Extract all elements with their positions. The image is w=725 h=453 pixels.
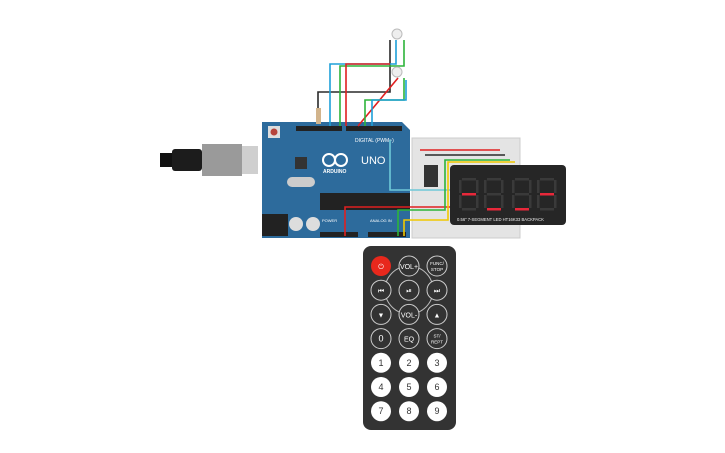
- arduino-model: UNO: [361, 155, 386, 167]
- segment-4-f: [537, 180, 540, 193]
- segment-3-e: [512, 195, 515, 208]
- remote-button-st-rept[interactable]: ST/REPT: [426, 328, 448, 350]
- remote-button-vol-up[interactable]: VOL+: [398, 255, 420, 277]
- remote-button-label: 0: [378, 334, 383, 344]
- remote-button-label: FUNC/: [430, 261, 444, 266]
- segment-1-d: [462, 208, 476, 211]
- segment-3-f: [512, 180, 515, 193]
- remote-button-2[interactable]: 2: [399, 352, 419, 373]
- remote-button-label: STOP: [431, 267, 443, 272]
- remote-button-label: VOL+: [400, 264, 418, 271]
- remote-button-label: 4: [378, 382, 383, 392]
- remote-button-label: 9: [434, 406, 439, 416]
- remote-button-3[interactable]: 3: [427, 352, 447, 373]
- remote-button-label: ⏮: [378, 288, 384, 295]
- remote-button-label: 3: [434, 358, 439, 368]
- segment-1-c: [476, 195, 479, 208]
- remote-button-5[interactable]: 5: [399, 377, 419, 397]
- remote-button-label: EQ: [404, 337, 415, 344]
- resistor[interactable]: [316, 108, 321, 124]
- segment-2-f: [484, 180, 487, 193]
- segment-2-e: [484, 195, 487, 208]
- segment-1-g: [462, 193, 476, 196]
- remote-button-label: VOL-: [401, 312, 418, 319]
- arduino-brand: ARDUINO: [323, 169, 346, 175]
- remote-button-down[interactable]: ▼: [370, 303, 392, 325]
- segment-4-c: [554, 195, 557, 208]
- remote-button-label: ⏻: [378, 263, 384, 271]
- ir-remote[interactable]: ⏻ VOL+ FUNC/STOP ⏮ ⏯ ⏭ ▼ VOL- ▲ 0 EQ ST/REPT 1 2 3 4 5 6 7…: [363, 246, 456, 430]
- remote-button-label: 8: [406, 406, 411, 416]
- segment-2-a: [487, 178, 501, 181]
- remote-button-play-pause[interactable]: ⏯: [398, 279, 420, 301]
- remote-button-label: 1: [378, 358, 383, 368]
- rgb-led-1[interactable]: [391, 28, 403, 40]
- segment-3-g: [515, 193, 529, 196]
- remote-button-1[interactable]: 1: [371, 352, 391, 373]
- usb-cable[interactable]: [160, 144, 258, 176]
- segment-4-d: [540, 208, 554, 211]
- remote-button-label: ▼: [378, 312, 385, 319]
- remote-button-0[interactable]: 0: [370, 328, 392, 350]
- remote-button-next[interactable]: ⏭: [426, 279, 448, 301]
- remote-button-9[interactable]: 9: [427, 401, 447, 422]
- remote-button-vol-down[interactable]: VOL-: [398, 303, 420, 325]
- analog-label: ANALOG IN: [370, 218, 392, 223]
- segment-4-e: [537, 195, 540, 208]
- remote-button-8[interactable]: 8: [399, 401, 419, 422]
- segment-3-b: [529, 180, 532, 193]
- segment-1-f: [459, 180, 462, 193]
- power-label: POWER: [322, 218, 337, 223]
- ir-receiver[interactable]: [424, 165, 438, 187]
- segment-3-d: [515, 208, 529, 211]
- remote-button-4[interactable]: 4: [371, 377, 391, 397]
- segment-4-a: [540, 178, 554, 181]
- digital-label: DIGITAL (PWM~): [355, 138, 394, 144]
- segment-2-b: [501, 180, 504, 193]
- segment-1-e: [459, 195, 462, 208]
- remote-button-label: REPT: [431, 340, 443, 345]
- remote-button-label: ⏭: [434, 288, 441, 295]
- remote-button-7[interactable]: 7: [371, 401, 391, 422]
- segment-4-b: [554, 180, 557, 193]
- remote-button-prev[interactable]: ⏮: [370, 279, 392, 301]
- segment-2-c: [501, 195, 504, 208]
- display-label: 0.56" 7-SEGMENT LED HT16K33 BACKPACK: [457, 217, 544, 222]
- segment-1-a: [462, 178, 476, 181]
- arduino-uno-board[interactable]: DIGITAL (PWM~) ARDUINO UNO POWER ANALOG …: [262, 122, 410, 238]
- remote-button-label: 6: [434, 382, 439, 392]
- remote-button-label: 7: [378, 406, 383, 416]
- remote-button-label: 5: [406, 382, 411, 392]
- remote-button-power[interactable]: ⏻: [371, 256, 391, 276]
- segment-1-b: [476, 180, 479, 193]
- remote-button-label: 2: [406, 358, 411, 368]
- segment-3-c: [529, 195, 532, 208]
- remote-button-label: ⏯: [406, 288, 412, 295]
- segment-4-g: [540, 193, 554, 196]
- remote-button-eq[interactable]: EQ: [398, 328, 420, 350]
- remote-button-label: ▲: [434, 312, 441, 319]
- segment-2-g: [487, 193, 501, 196]
- remote-button-func-stop[interactable]: FUNC/STOP: [426, 255, 448, 277]
- wires: [317, 40, 515, 236]
- rgb-led-2[interactable]: [391, 66, 403, 78]
- seven-segment-display[interactable]: 0.56" 7-SEGMENT LED HT16K33 BACKPACK: [450, 165, 566, 225]
- remote-button-up[interactable]: ▲: [426, 303, 448, 325]
- segment-3-a: [515, 178, 529, 181]
- segment-2-d: [487, 208, 501, 211]
- remote-button-6[interactable]: 6: [427, 377, 447, 397]
- remote-button-label: ST/: [433, 334, 441, 339]
